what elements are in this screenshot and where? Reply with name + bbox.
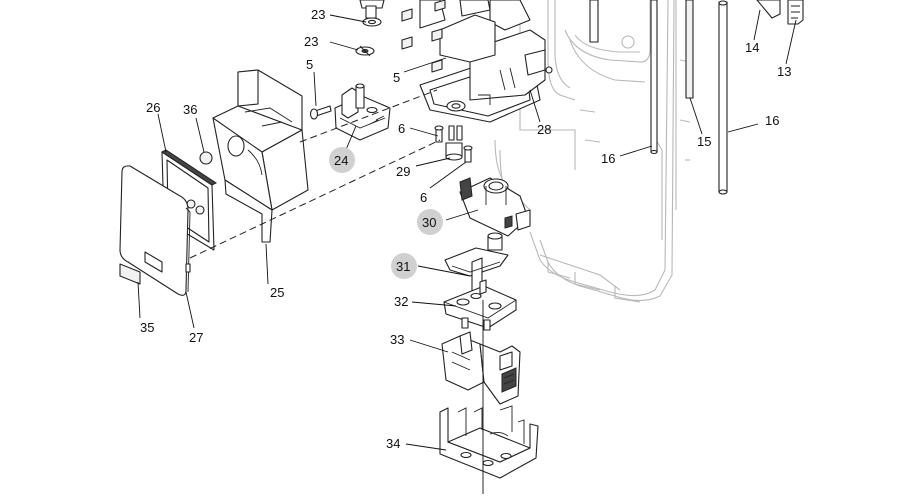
callout-labels: 23 23 5 5 26 36 24 6 29 6 28 30 31 25 35… — [140, 7, 791, 451]
upper-bracket-28 — [419, 0, 553, 123]
callout-5-center: 5 — [393, 70, 400, 85]
bar-top — [589, 0, 599, 43]
callout-31: 31 — [396, 259, 410, 274]
leader-lines — [137, 9, 797, 494]
callout-26: 26 — [146, 100, 160, 115]
callout-6-lower: 6 — [420, 190, 427, 205]
callout-6-upper: 6 — [398, 121, 405, 136]
base-plate-32 — [443, 279, 517, 331]
callout-34: 34 — [386, 436, 400, 451]
callout-25: 25 — [270, 285, 284, 300]
callout-14: 14 — [745, 40, 759, 55]
callout-29: 29 — [396, 164, 410, 179]
callout-5-left: 5 — [306, 57, 313, 72]
washer-23-upper — [362, 17, 382, 27]
callout-32: 32 — [394, 294, 408, 309]
screws-top — [359, 0, 446, 73]
hinge-bracket-24 — [334, 83, 391, 141]
callout-23-upper: 23 — [311, 7, 325, 22]
callout-13: 13 — [777, 64, 791, 79]
callout-24: 24 — [334, 153, 348, 168]
clip-bracket-33 — [441, 331, 521, 405]
callout-27: 27 — [189, 330, 203, 345]
control-housing-25 — [212, 69, 309, 243]
spring-14 — [756, 0, 781, 19]
callout-15: 15 — [697, 134, 711, 149]
callout-16-right: 16 — [765, 113, 779, 128]
bracket-13 — [787, 0, 804, 25]
callout-30-badge — [417, 209, 443, 235]
callout-31-badge — [391, 253, 417, 279]
callout-33: 33 — [390, 332, 404, 347]
rod-16-left — [650, 0, 658, 155]
washer-23-lower — [355, 45, 375, 57]
front-cover-27 — [119, 165, 191, 296]
callout-30: 30 — [422, 215, 436, 230]
manifold-31 — [444, 232, 509, 293]
bottom-cover-34 — [439, 405, 539, 479]
callout-24-badge — [329, 147, 355, 173]
callout-35: 35 — [140, 320, 154, 335]
screw-5-left — [309, 105, 332, 120]
callout-36: 36 — [183, 102, 197, 117]
alignment-line-2 — [299, 89, 438, 143]
alignment-line-1 — [189, 139, 441, 259]
callout-23-lower: 23 — [304, 34, 318, 49]
screws-6 — [434, 125, 473, 163]
callout-16-left: 16 — [601, 151, 615, 166]
valve-body-30 — [459, 177, 531, 237]
housing-outline — [494, 0, 691, 303]
rod-16-right — [718, 0, 728, 195]
rod-15 — [685, 0, 694, 99]
callout-28: 28 — [537, 122, 551, 137]
